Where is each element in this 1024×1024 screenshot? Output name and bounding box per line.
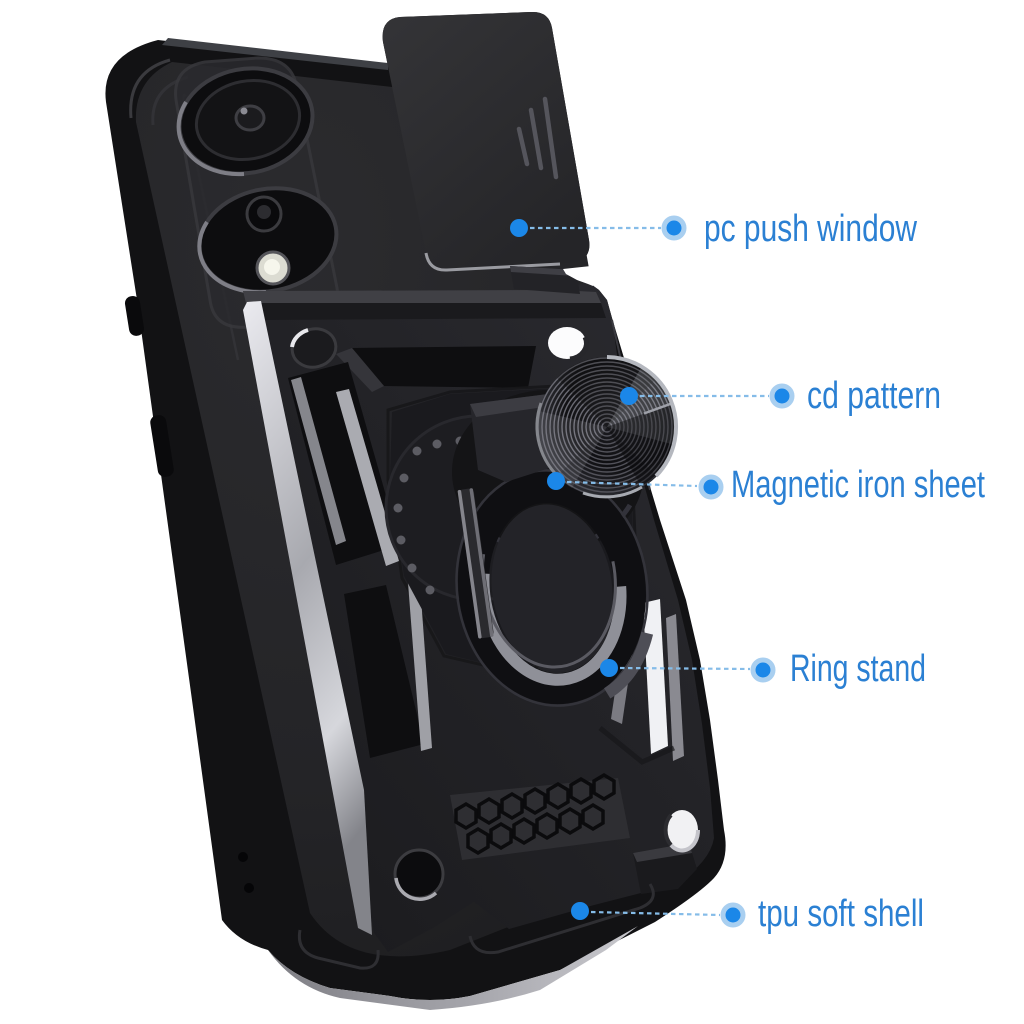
svg-text:cd pattern: cd pattern <box>807 375 941 417</box>
svg-text:Magnetic iron sheet: Magnetic iron sheet <box>731 464 985 506</box>
svg-text:tpu soft shell: tpu soft shell <box>758 893 924 935</box>
svg-text:Ring stand: Ring stand <box>790 648 926 690</box>
svg-text:pc push window: pc push window <box>704 208 917 250</box>
